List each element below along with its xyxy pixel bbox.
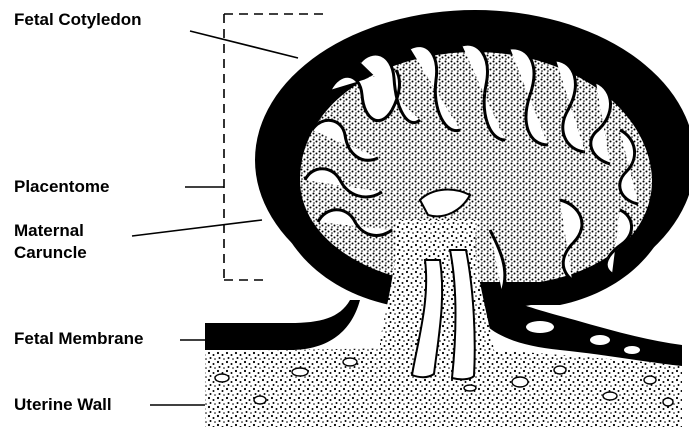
leader-maternal-caruncle: [132, 220, 262, 236]
label-maternal-caruncle: Maternal Caruncle: [14, 220, 87, 264]
label-uterine-wall: Uterine Wall: [14, 394, 112, 416]
label-maternal-caruncle-line2: Caruncle: [14, 242, 87, 264]
leader-fetal-cotyledon: [190, 31, 298, 58]
label-maternal-caruncle-line1: Maternal: [14, 220, 87, 242]
label-placentome: Placentome: [14, 176, 109, 198]
label-fetal-membrane: Fetal Membrane: [14, 328, 143, 350]
label-fetal-cotyledon: Fetal Cotyledon: [14, 9, 142, 31]
